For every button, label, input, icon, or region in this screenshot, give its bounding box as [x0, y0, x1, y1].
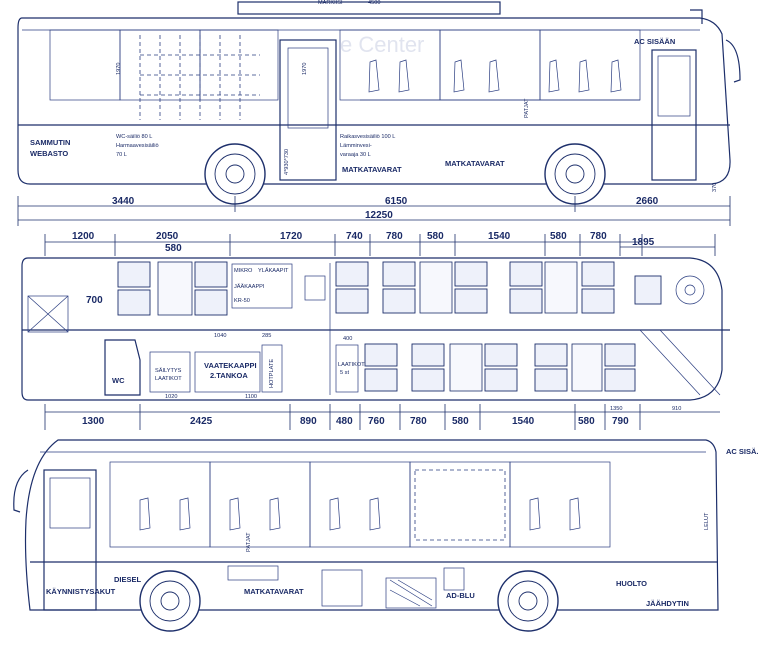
- hot-tank-label2: varaaja 30 L: [340, 152, 371, 158]
- latikot-label2: 5 st: [340, 370, 349, 376]
- plan-dim-2: 2050: [156, 231, 179, 242]
- jaakaappi-label: JÄÄKAAPPI: [234, 283, 265, 290]
- dim-total: 12250: [365, 210, 393, 221]
- plan-bdim-7: 580: [452, 416, 469, 427]
- height-dim-label: 370: [712, 183, 718, 192]
- plan-small-dim-6: 1350: [610, 406, 622, 412]
- plan-dim-9: 780: [590, 231, 607, 242]
- patjat-label-top: PATJAT: [524, 98, 530, 118]
- plan-bdim-8: 1540: [512, 416, 535, 427]
- wheel-front-top: [204, 143, 266, 205]
- hot-tank-label: Lämminvesi-: [340, 143, 372, 149]
- plan-body: [21, 257, 723, 401]
- storage-label: SÄILYTYS: [155, 367, 182, 374]
- plan-bdim-6: 780: [410, 416, 427, 427]
- rear-box: [27, 295, 69, 333]
- plan-dim-5: 780: [386, 231, 403, 242]
- awning: [237, 1, 501, 15]
- side-view-top: MARKIISI 4500 1970 1970 PATJAT AC SISÄÄN…: [17, 0, 741, 205]
- start-label: KÄYNNISTYSAKUT: [46, 587, 116, 596]
- plan-small-dim-4: 1020: [165, 394, 177, 400]
- body-outline-bottom: [24, 439, 719, 611]
- plan-dim-3: 1720: [280, 231, 303, 242]
- service-label: HUOLTO: [616, 579, 647, 588]
- webasto-label: WEBASTO: [30, 149, 68, 158]
- driver-seat: [634, 275, 662, 305]
- ac-label-top: AC SISÄÄN: [634, 37, 675, 46]
- ac-label-bottom: AC SISÄ.: [726, 447, 759, 456]
- plan-bdim-1: 1300: [82, 416, 105, 427]
- grey-tank-label: Harmaavesisäiliö: [116, 143, 159, 149]
- awning-label: MARKIISI: [318, 0, 343, 6]
- patjat-label-bottom: PATJAT: [246, 532, 252, 552]
- grey-tank-vol: 70 L: [116, 152, 127, 158]
- plan-bdim-10: 790: [612, 416, 629, 427]
- door-dim-label: 4*930*730: [284, 149, 290, 175]
- plan-left-dim: 700: [86, 295, 103, 306]
- wheel-front-bottom: [139, 570, 201, 632]
- plan-bdim-2: 2425: [190, 416, 213, 427]
- dim-2660: 2660: [636, 196, 659, 207]
- wardrobe-label: VAATEKAAPPI: [204, 361, 257, 370]
- luggage-label-1: MATKATAVARAT: [342, 165, 402, 174]
- mikro-label: MIKRO: [234, 268, 253, 274]
- adblue-label: AD-BLU: [446, 591, 475, 600]
- latikot-label: LAATIKOT: [338, 362, 365, 368]
- door-height-label: 1970: [302, 63, 308, 75]
- storage-label2: LAATIKOT: [155, 376, 182, 382]
- top-dimensions: 3440 6150 2660 12250: [17, 196, 731, 226]
- wc-label: WC: [112, 376, 125, 385]
- wheel-rear-top: [544, 143, 606, 205]
- awning-dim: 4500: [368, 0, 380, 6]
- luggage-label-bottom: MATKATAVARAT: [244, 587, 304, 596]
- plan-bdim-9: 580: [578, 416, 595, 427]
- plan-dim-right: 1895: [632, 237, 655, 248]
- plan-bdim-5: 760: [368, 416, 385, 427]
- stop-label: SAMMUTIN: [30, 138, 70, 147]
- ylakaapit-label: YLÄKAAPIT: [258, 267, 289, 274]
- dim-3440: 3440: [112, 196, 135, 207]
- wheel-rear-bottom: [497, 570, 559, 632]
- plan-small-dim-2: 285: [262, 333, 271, 339]
- door-height-left: 1970: [116, 63, 122, 75]
- cooler-label: JÄÄHDYTIN: [646, 599, 689, 608]
- plan-dim-7: 1540: [488, 231, 511, 242]
- plan-bdim-4: 480: [336, 416, 353, 427]
- wc-tank-label: WC-säiliö 80 L: [116, 134, 152, 140]
- fresh-tank-label: Raikasvesisäiliö 100 L: [340, 134, 395, 140]
- driver-door: [651, 49, 697, 181]
- wardrobe-label2: 2.TANKOA: [210, 371, 248, 380]
- dim-6150: 6150: [385, 196, 408, 207]
- plan-small-dim-7: 910: [672, 406, 681, 412]
- body-outline: [17, 17, 731, 185]
- plan-dim-6: 580: [427, 231, 444, 242]
- plan-dim-8: 580: [550, 231, 567, 242]
- plan-small-dim-1: 1040: [214, 333, 226, 339]
- plan-dim-4: 740: [346, 231, 363, 242]
- entry-door: [279, 39, 337, 181]
- luggage-label-2: MATKATAVARAT: [445, 159, 505, 168]
- watermark-text: e Center: [340, 32, 424, 57]
- hotplate-label: HOTPLATE: [269, 359, 275, 388]
- steering-wheel: [675, 275, 705, 305]
- plan-small-dim-3: 400: [343, 336, 352, 342]
- plan-sub-dim: 580: [165, 243, 182, 254]
- plan-bdim-3: 890: [300, 416, 317, 427]
- lelut-label: LELUT: [704, 512, 710, 530]
- diesel-label: DIESEL: [114, 575, 142, 584]
- plan-dim-1: 1200: [72, 231, 95, 242]
- front-door-bottom: [43, 469, 97, 611]
- side-view-bottom: PATJAT LELUT AC SISÄ. DIESEL KÄYNNISTYSA…: [13, 439, 759, 632]
- plan-view: 1200 2050 1720 740 780 580 1540 580 780 …: [21, 231, 730, 430]
- kr-label: KR-50: [234, 298, 250, 304]
- wc-room: [104, 339, 141, 396]
- plan-small-dim-5: 1100: [245, 394, 257, 400]
